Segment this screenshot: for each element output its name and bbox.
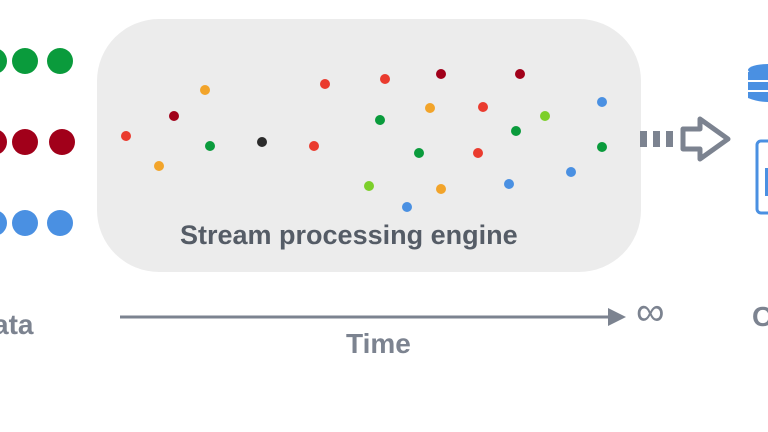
infinity-icon: ∞: [636, 290, 665, 334]
event-dot: [154, 161, 164, 171]
event-dot: [515, 69, 525, 79]
event-dot: [257, 137, 267, 147]
event-dot: [473, 148, 483, 158]
engine-events: [121, 69, 607, 212]
event-dot: [414, 148, 424, 158]
event-dot: [478, 102, 488, 112]
event-dot: [504, 179, 514, 189]
document-icon: [755, 139, 768, 215]
database-icon: [748, 64, 768, 102]
output-label: O: [752, 301, 768, 332]
input-dot: [12, 210, 38, 236]
input-dot: [12, 129, 38, 155]
input-stream-darkred: [0, 129, 75, 155]
input-dot: [47, 210, 73, 236]
input-dot: [0, 130, 7, 154]
event-dot: [436, 69, 446, 79]
event-dot: [436, 184, 446, 194]
event-dot: [540, 111, 550, 121]
event-dot: [169, 111, 179, 121]
arrow-right-icon: [640, 116, 731, 162]
event-dot: [402, 202, 412, 212]
input-dot: [47, 48, 73, 74]
event-dot: [597, 97, 607, 107]
event-dot: [380, 74, 390, 84]
event-dot: [597, 142, 607, 152]
input-stream-green: [0, 48, 73, 74]
event-dot: [205, 141, 215, 151]
event-dot: [200, 85, 210, 95]
event-dot: [375, 115, 385, 125]
event-dot: [566, 167, 576, 177]
event-dot: [320, 79, 330, 89]
engine-label: Stream processing engine: [180, 220, 518, 250]
engine-box: [97, 19, 641, 272]
event-dot: [364, 181, 374, 191]
input-dot: [0, 49, 7, 73]
time-axis: [120, 308, 626, 326]
input-label: ata: [0, 309, 34, 340]
event-dot: [511, 126, 521, 136]
event-dot: [425, 103, 435, 113]
input-dot: [12, 48, 38, 74]
event-dot: [121, 131, 131, 141]
input-stream-blue: [0, 210, 73, 236]
time-label: Time: [346, 328, 411, 359]
input-dot: [49, 129, 75, 155]
event-dot: [309, 141, 319, 151]
input-dot: [0, 211, 7, 235]
